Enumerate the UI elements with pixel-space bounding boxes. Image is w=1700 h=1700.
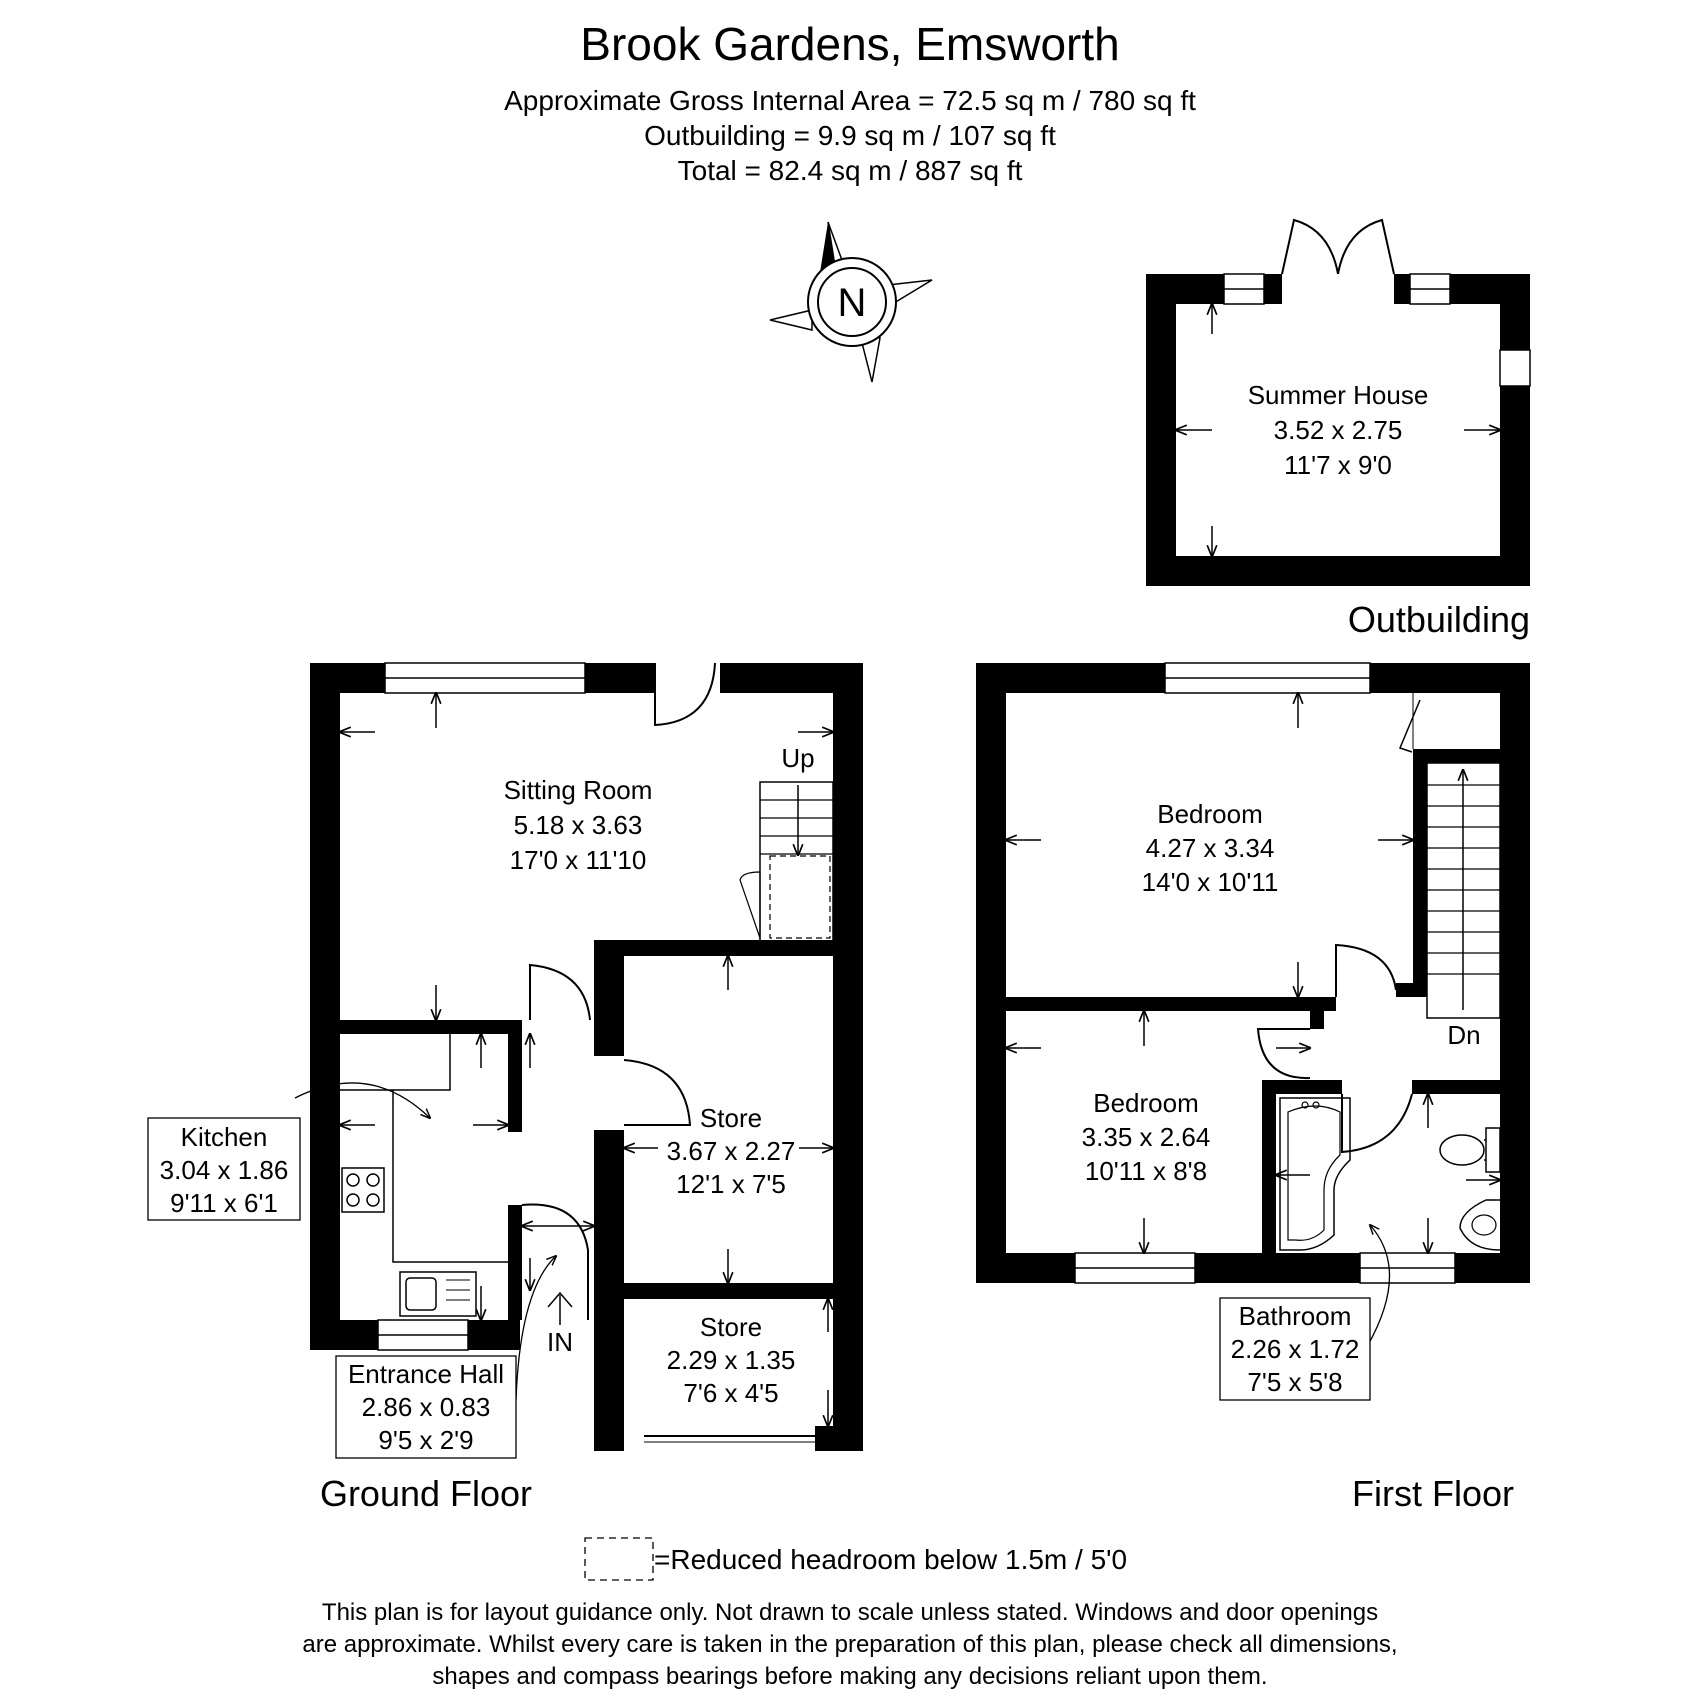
gross-internal-area: Approximate Gross Internal Area = 72.5 s… — [504, 85, 1196, 116]
ground-floor — [294, 662, 863, 1451]
plan-title: Brook Gardens, Emsworth — [580, 18, 1119, 70]
total-area: Total = 82.4 sq m / 887 sq ft — [678, 155, 1023, 186]
bedroom-1-metric: 4.27 x 3.34 — [1146, 833, 1275, 863]
sitting-room-metric: 5.18 x 3.63 — [514, 810, 643, 840]
disclaimer-line-2: are approximate. Whilst every care is ta… — [302, 1631, 1397, 1658]
disclaimer-line-1: This plan is for layout guidance only. N… — [322, 1599, 1378, 1626]
summer-house-imperial: 11'7 x 9'0 — [1284, 450, 1392, 480]
store-2-name: Store — [700, 1312, 762, 1342]
store-1-metric: 3.67 x 2.27 — [667, 1136, 796, 1166]
entrance-hall-callout: Entrance Hall 2.86 x 0.83 9'5 x 2'9 — [335, 1355, 517, 1459]
outbuilding-area: Outbuilding = 9.9 sq m / 107 sq ft — [644, 120, 1056, 151]
entrance-hall-metric: 2.86 x 0.83 — [362, 1392, 491, 1422]
bedroom-1-name: Bedroom — [1157, 799, 1263, 829]
disclaimer-line-3: shapes and compass bearings before makin… — [432, 1663, 1267, 1690]
kitchen-metric: 3.04 x 1.86 — [160, 1155, 289, 1185]
summer-house-metric: 3.52 x 2.75 — [1274, 415, 1403, 445]
bedroom-2-metric: 3.35 x 2.64 — [1082, 1122, 1211, 1152]
reduced-headroom-swatch — [584, 1537, 654, 1581]
summer-house: Summer House 3.52 x 2.75 11'7 x 9'0 — [1146, 218, 1531, 586]
first-floor-label: First Floor — [1352, 1473, 1514, 1514]
stairs-up-label: Up — [781, 743, 814, 773]
compass-rose-icon: N — [769, 221, 933, 383]
sitting-room-imperial: 17'0 x 11'10 — [510, 845, 647, 875]
compass-north-label: N — [838, 281, 867, 325]
reduced-headroom-legend: =Reduced headroom below 1.5m / 5'0 — [654, 1544, 1127, 1575]
summer-house-name: Summer House — [1248, 380, 1429, 410]
ground-floor-label: Ground Floor — [320, 1473, 532, 1514]
stairs-down-label: Dn — [1447, 1020, 1480, 1050]
kitchen-imperial: 9'11 x 6'1 — [170, 1188, 278, 1218]
bathroom-imperial: 7'5 x 5'8 — [1247, 1367, 1342, 1397]
store-1-imperial: 12'1 x 7'5 — [676, 1169, 786, 1199]
bedroom-2-imperial: 10'11 x 8'8 — [1085, 1156, 1207, 1186]
store-2-imperial: 7'6 x 4'5 — [683, 1378, 778, 1408]
entrance-hall-imperial: 9'5 x 2'9 — [378, 1425, 473, 1455]
entrance-hall-name: Entrance Hall — [348, 1359, 504, 1389]
outbuilding-label: Outbuilding — [1348, 599, 1530, 640]
kitchen-callout: Kitchen 3.04 x 1.86 9'11 x 6'1 — [147, 1117, 301, 1221]
kitchen-name: Kitchen — [181, 1122, 268, 1152]
sitting-room-name: Sitting Room — [504, 775, 653, 805]
first-floor — [976, 662, 1530, 1346]
bedroom-2-name: Bedroom — [1093, 1088, 1199, 1118]
store-1-name: Store — [700, 1103, 762, 1133]
bathroom-metric: 2.26 x 1.72 — [1231, 1334, 1360, 1364]
entry-label: IN — [547, 1327, 573, 1357]
bathroom-callout: Bathroom 2.26 x 1.72 7'5 x 5'8 — [1219, 1297, 1371, 1401]
bedroom-1-imperial: 14'0 x 10'11 — [1142, 867, 1279, 897]
bathroom-name: Bathroom — [1239, 1301, 1352, 1331]
store-2-metric: 2.29 x 1.35 — [667, 1345, 796, 1375]
